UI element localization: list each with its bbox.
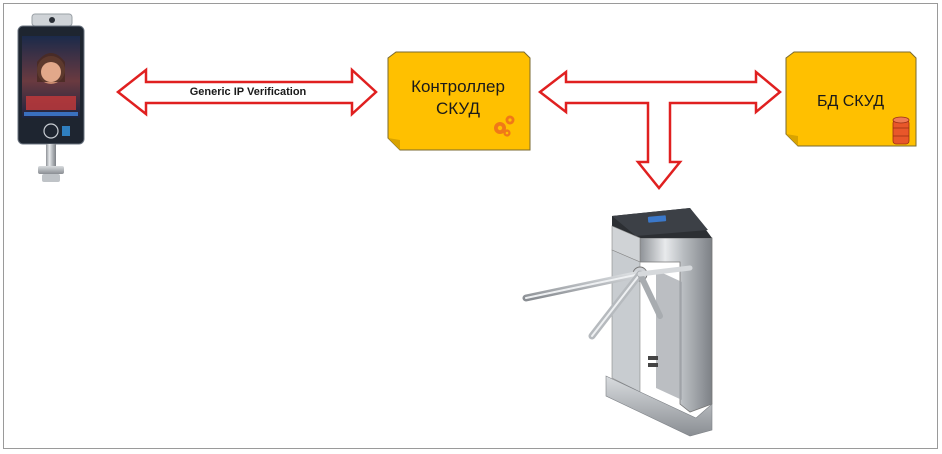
database-icon [892,116,910,145]
arrow-terminal-controller [115,67,378,117]
face-terminal-device [17,13,85,182]
gear-icon [494,115,515,137]
database-node [785,51,917,147]
controller-label-line2: СКУД [436,99,480,118]
connection-label: Generic IP Verification [189,86,307,98]
controller-label-line1: Контроллер [411,77,505,96]
controller-label: Контроллер СКУД [392,76,524,120]
database-label: БД СКУД [816,93,885,110]
diagram-frame [3,3,938,449]
turnstile-image [522,208,713,437]
controller-node [387,51,531,151]
arrow-controller-db-turnstile [537,69,782,190]
